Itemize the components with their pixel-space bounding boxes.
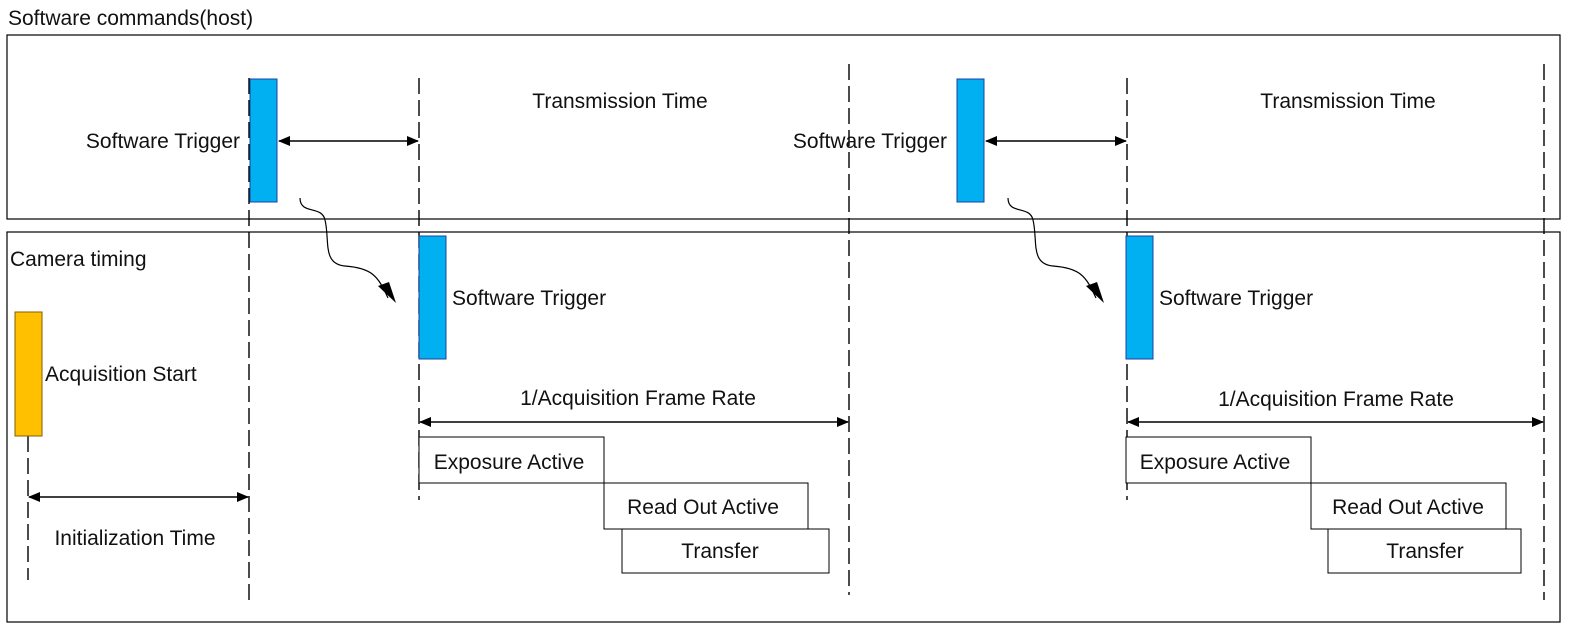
read-out-active-label-1: Read Out Active bbox=[627, 496, 779, 519]
acquisition-start-label: Acquisition Start bbox=[45, 363, 197, 386]
camera-trigger-pulse-2 bbox=[1125, 235, 1154, 360]
host-panel-title: Software commands(host) bbox=[8, 7, 253, 30]
camera-panel-title: Camera timing bbox=[10, 248, 147, 271]
transfer-box-1 bbox=[621, 528, 830, 574]
host-panel bbox=[6, 34, 1561, 220]
host-trigger-pulse-2 bbox=[956, 78, 985, 203]
host-trigger-pulse-1 bbox=[249, 78, 278, 203]
trigger-flow-arrowhead-1 bbox=[378, 282, 396, 303]
transfer-label-1: Transfer bbox=[681, 540, 758, 563]
trigger-flow-curve-1 bbox=[299, 197, 389, 299]
camera-trigger-pulse-1 bbox=[418, 235, 447, 360]
exposure-active-label-2: Exposure Active bbox=[1140, 451, 1291, 474]
read-out-active-label-2: Read Out Active bbox=[1332, 496, 1484, 519]
exposure-active-box-1 bbox=[418, 436, 605, 484]
exposure-active-box-2 bbox=[1125, 436, 1312, 484]
transfer-label-2: Transfer bbox=[1386, 540, 1463, 563]
camera-trigger-label-2: Software Trigger bbox=[1159, 287, 1313, 310]
camera-panel bbox=[6, 231, 1561, 623]
trigger-flow-curve-2 bbox=[1007, 197, 1097, 299]
trigger-flow-arrowhead-2 bbox=[1086, 282, 1104, 303]
host-trigger-label-1: Software Trigger bbox=[86, 130, 240, 153]
exposure-active-label-1: Exposure Active bbox=[434, 451, 585, 474]
transmission-label-1: Transmission Time bbox=[532, 90, 707, 113]
read-out-active-box-2 bbox=[1310, 482, 1507, 530]
read-out-active-box-1 bbox=[603, 482, 809, 530]
transmission-label-2: Transmission Time bbox=[1260, 90, 1435, 113]
frame-rate-label-2: 1/Acquisition Frame Rate bbox=[1218, 388, 1454, 411]
frame-rate-label-1: 1/Acquisition Frame Rate bbox=[520, 387, 756, 410]
host-trigger-label-2: Software Trigger bbox=[793, 130, 947, 153]
initialization-label: Initialization Time bbox=[54, 527, 215, 550]
camera-trigger-label-1: Software Trigger bbox=[452, 287, 606, 310]
acquisition-start-pulse bbox=[14, 311, 43, 437]
transfer-box-2 bbox=[1327, 528, 1522, 574]
